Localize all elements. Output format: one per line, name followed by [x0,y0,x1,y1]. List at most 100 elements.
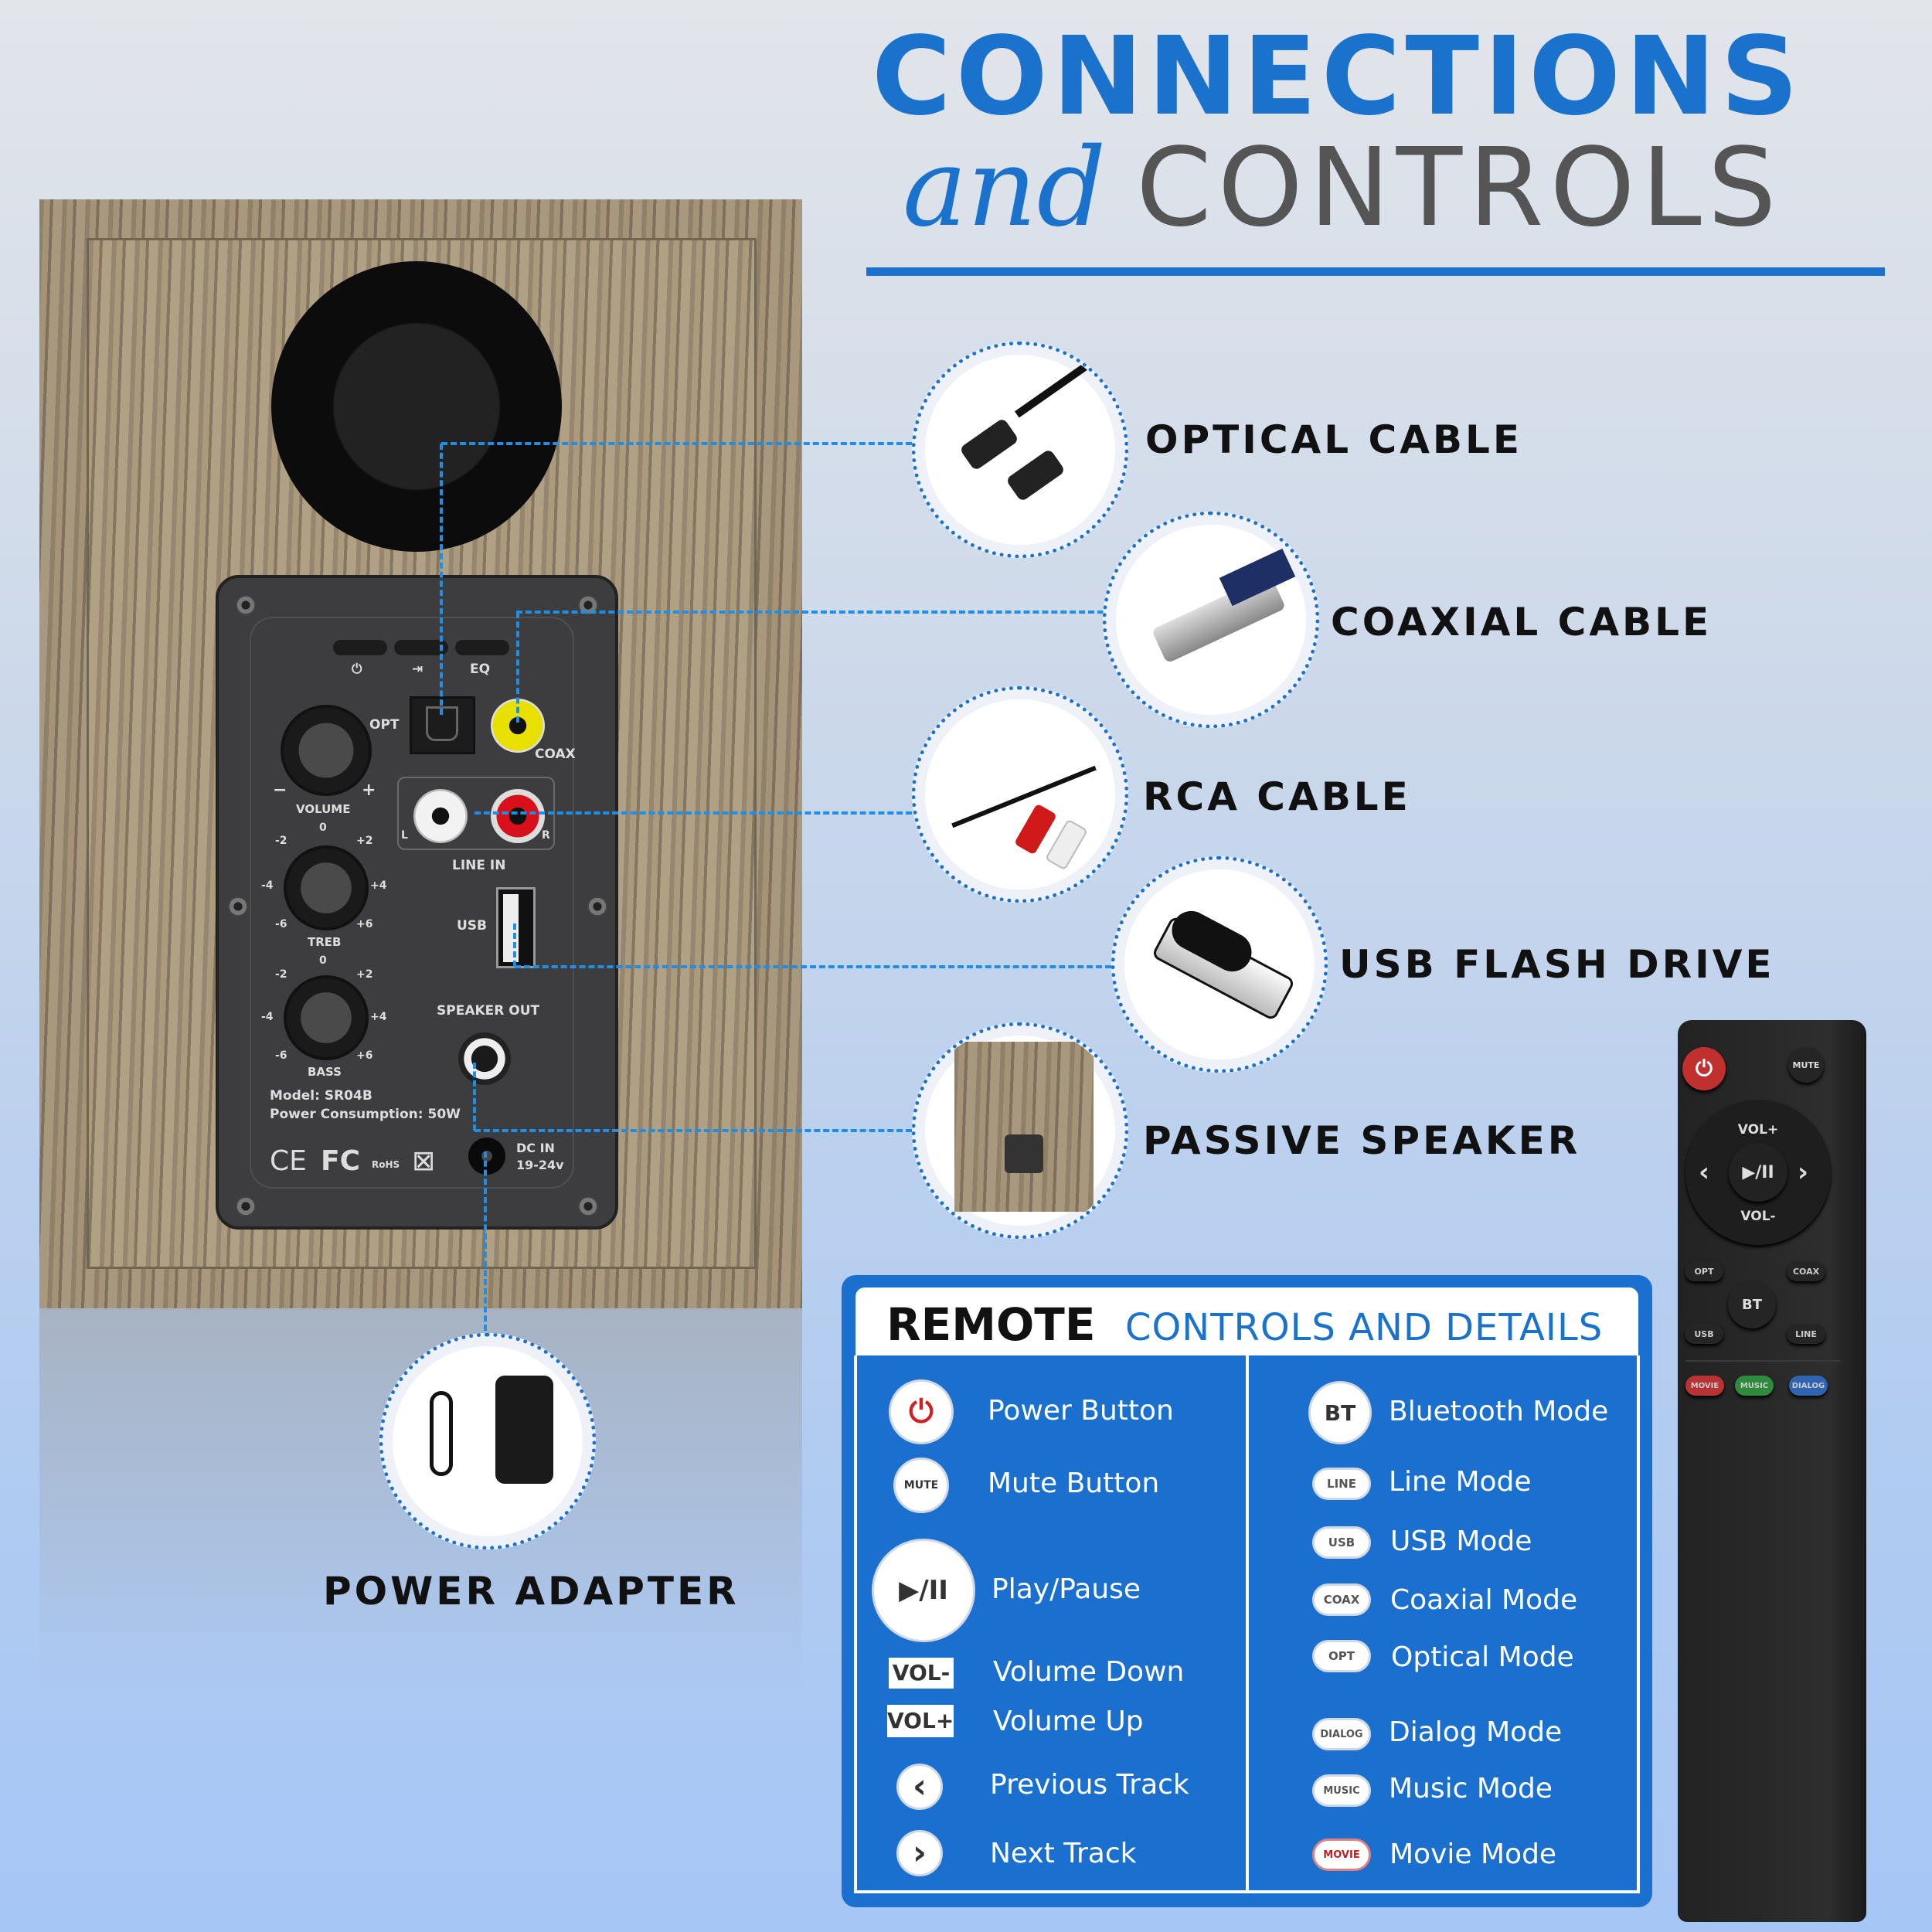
passive-speaker-circle [912,1022,1128,1239]
remote-vol-down-button[interactable]: VOL- [1740,1209,1776,1224]
treble-knob[interactable] [284,845,369,930]
line-in-right-jack [491,789,545,843]
bass-plus2: +2 [356,968,373,981]
bass-knob[interactable] [284,975,369,1060]
line-in-label: LINE IN [452,858,506,873]
remote-power-button[interactable]: ⏻ [1682,1047,1726,1090]
remote-music-button[interactable]: MUSIC [1735,1376,1774,1396]
opt-label: OPT [369,717,400,733]
power-button-label: Power Button [988,1395,1174,1427]
speaker-connector-line [473,1063,476,1131]
play-pause-label: Play/Pause [992,1573,1141,1605]
woofer-port [271,261,562,552]
remote-vol-up-button[interactable]: VOL+ [1737,1122,1779,1138]
volume-down-label: Volume Down [993,1656,1185,1688]
rca-cable-circle [912,686,1128,903]
treb-plus4: +4 [370,879,387,892]
rohs-logo: RoHS [372,1159,400,1170]
music-mode-icon: MUSIC [1312,1774,1371,1807]
power-icon: ⏻ [352,662,362,677]
optical-connector-line [441,442,912,445]
power-button[interactable] [333,640,387,655]
dialog-mode-label: Dialog Mode [1389,1716,1563,1748]
screw [587,896,607,917]
remote-next-button[interactable]: › [1797,1157,1808,1188]
remote-line-button[interactable]: LINE [1787,1324,1825,1344]
screw [236,1196,256,1216]
dialog-mode-icon: DIALOG [1312,1718,1371,1750]
remote-coax-button[interactable]: COAX [1787,1261,1825,1281]
remote-mute-button[interactable]: MUTE [1788,1047,1824,1083]
dc-voltage-label: 19-24v [516,1158,564,1172]
line-mode-icon: LINE [1312,1468,1371,1500]
optical-connector-line [440,444,443,715]
usb-flash-drive-circle [1111,856,1328,1073]
eq-button[interactable] [455,640,509,655]
title-underline [866,267,1885,276]
screw [578,1196,598,1216]
volume-down-icon: VOL- [889,1658,954,1689]
optical-cable-label: OPTICAL CABLE [1145,417,1523,462]
remote-bt-button[interactable]: BT [1728,1281,1776,1328]
line-mode-label: Line Mode [1389,1466,1532,1498]
line-in-left-jack [413,789,468,843]
bluetooth-mode-icon: BT [1308,1381,1372,1444]
usb-mode-label: USB Mode [1390,1526,1532,1557]
treb-minus2: -2 [275,835,287,847]
remote-opt-button[interactable]: OPT [1685,1261,1723,1281]
bass-label: BASS [308,1065,342,1079]
usb-connector-line [513,923,516,967]
usb-flash-drive-label: USB FLASH DRIVE [1339,942,1775,987]
coaxial-mode-label: Coaxial Mode [1390,1584,1578,1616]
volume-knob[interactable] [281,705,372,796]
bass-minus2: -2 [275,968,287,981]
remote-prev-button[interactable]: ‹ [1698,1157,1709,1188]
previous-track-label: Previous Track [990,1769,1189,1801]
movie-mode-label: Movie Mode [1389,1838,1557,1870]
rca-connector-line [474,811,912,815]
usb-label: USB [457,918,488,934]
treb-minus6: -6 [275,918,287,930]
speaker-connector-line [474,1129,912,1132]
next-track-label: Next Track [990,1838,1137,1869]
border-line [1637,1355,1640,1892]
power-button-icon: ⏻ [889,1379,954,1444]
left-label: L [401,829,408,842]
passive-speaker-label: PASSIVE SPEAKER [1143,1118,1581,1163]
mute-button-label: Mute Button [988,1468,1160,1499]
weee-logo: ⊠ [412,1145,436,1177]
bass-plus6: +6 [356,1049,373,1062]
ce-logo: CE [270,1145,307,1177]
dc-in-label: DC IN [516,1141,555,1155]
optical-mode-icon: OPT [1312,1640,1371,1672]
music-mode-label: Music Mode [1389,1773,1553,1804]
remote-usb-button[interactable]: USB [1685,1324,1723,1344]
remote-title-bold: REMOTE [886,1298,1096,1351]
volume-plus: + [362,781,376,800]
column-divider [1246,1355,1249,1892]
passive-speaker-icon [954,1042,1094,1212]
cable [430,1391,453,1476]
remote-play-pause-button[interactable]: ▶/II [1729,1143,1787,1202]
treb-zero: 0 [319,821,327,834]
speaker-out-jack [458,1032,511,1085]
mute-button-icon: MUTE [893,1458,949,1513]
movie-mode-icon: MOVIE [1312,1838,1371,1871]
panel-inset [250,617,574,1189]
rear-panel: ⏻ ⇥ EQ OPT COAX L R LINE IN USB SPEAKER … [216,575,618,1230]
power-connector-line [484,1151,487,1331]
title-controls: CONTROLS [1136,125,1783,251]
power-adapter-label: POWER ADAPTER [323,1569,740,1614]
optical-cable-circle [912,342,1128,558]
bass-minus4: -4 [261,1011,274,1023]
volume-label: VOLUME [296,802,351,816]
volume-minus: − [273,781,287,800]
right-label: R [542,829,550,842]
screw [228,896,248,917]
remote-dialog-button[interactable]: DIALOG [1789,1376,1828,1396]
bass-minus6: -6 [275,1049,287,1062]
remote-movie-button[interactable]: MOVIE [1685,1376,1724,1396]
input-button[interactable] [394,640,448,655]
coaxial-cable-label: COAXIAL CABLE [1331,600,1713,645]
bass-zero: 0 [319,954,327,967]
